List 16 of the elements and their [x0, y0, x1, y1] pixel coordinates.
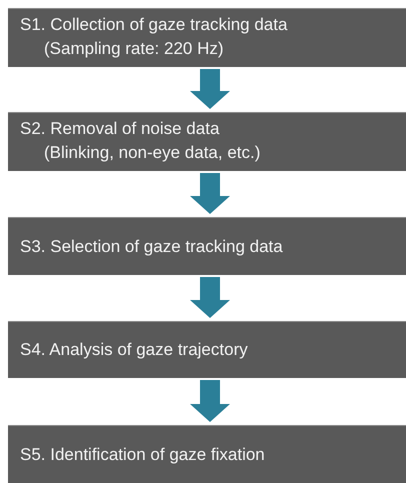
step-title: S5. Identification of gaze fixation: [20, 444, 265, 466]
block-arrow: [190, 380, 230, 422]
step-title: S2. Removal of noise data: [20, 118, 220, 140]
process-box: [8, 425, 406, 483]
block-arrow: [190, 277, 230, 318]
block-arrow: [190, 69, 230, 109]
step-title: S4. Analysis of gaze trajectory: [20, 339, 248, 361]
process-box: [8, 321, 406, 378]
process-box: [8, 217, 406, 275]
step-note: (Blinking, non-eye data, etc.): [44, 142, 260, 164]
step-note: (Sampling rate: 220 Hz): [44, 38, 224, 60]
step-title: S3. Selection of gaze tracking data: [20, 236, 283, 258]
block-arrow: [190, 173, 230, 214]
step-title: S1. Collection of gaze tracking data: [20, 14, 288, 36]
process-box: [8, 8, 406, 67]
process-box: [8, 112, 406, 171]
